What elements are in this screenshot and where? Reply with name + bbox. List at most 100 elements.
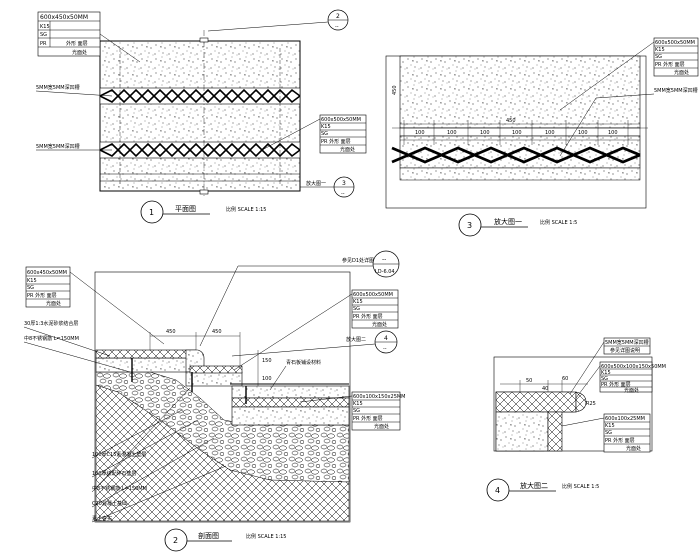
detail2-spec-bot-k: K15 [605, 423, 615, 429]
section-dim-2: 450 [212, 329, 222, 335]
detail1-dim-ticks [403, 120, 629, 145]
detail2-view: 50 40 60 R25 5MM宽5MM深凹槽 参见详图说明 600x500x1… [486, 337, 666, 502]
section-ref-enlarge: 4 -- 放大图二 [231, 330, 398, 357]
plan-spec-k: K15 [40, 24, 50, 30]
detail2-coping-stone [495, 391, 577, 413]
section-top-spec-pr: PR 外形 面层 [27, 292, 57, 299]
detail1-view-number: 3 [467, 221, 472, 230]
section-ann-paving: 青石板铺设材料 [286, 359, 321, 366]
section-dim-v1: 150 [262, 358, 272, 364]
detail2-spec-mid-size: 600x500x100x150x50MM [601, 364, 666, 370]
section-ref2-sub: -- [383, 346, 387, 352]
section-right-spec-polish: 光面处 [372, 321, 387, 328]
plan-spec-sg: SG [40, 32, 47, 38]
detail2-spec-mid-polish: 光面处 [624, 387, 639, 394]
plan-spec-polish: 光面处 [72, 49, 87, 56]
detail1-dim-5: 100 [545, 130, 555, 136]
plan-right-spec-sg: SG [321, 131, 328, 137]
detail1-title-block: 3 放大图一 比例 SCALE 1:5 [458, 213, 577, 237]
plan-right-spec-pr: PR 外形 面层 [321, 138, 351, 145]
section-ann-bottom-2: 100厚级配碎石垫层 [92, 470, 137, 477]
plan-view-number: 1 [149, 208, 154, 217]
section-ann-bottom-5: 素土夯实 [92, 515, 112, 522]
plan-ann-enlarge: 放大图一 [306, 180, 326, 187]
detail1-dim-4: 100 [512, 130, 522, 136]
section-top-spec-polish: 光面处 [46, 300, 61, 307]
section-concrete-left [95, 357, 192, 373]
plan-ref-right-sub: -- [341, 191, 345, 197]
detail1-dim-2: 100 [447, 130, 457, 136]
detail2-view-title: 放大图二 [520, 481, 548, 490]
detail2-title-block: 4 放大图二 比例 SCALE 1:5 [486, 478, 599, 502]
section-ref2-num: 4 [384, 335, 388, 342]
detail1-view-title: 放大图一 [494, 217, 522, 226]
detail2-dim-1: 50 [526, 378, 532, 384]
plan-spec-finish: 外形 面层 [66, 40, 88, 47]
plan-spec-pr: PR [40, 41, 47, 47]
detail1-ann-groove: 5MM宽5MM深凹槽 [654, 87, 698, 94]
detail1-view: 100 100 100 100 100 100 100 450 450 600x… [385, 37, 699, 237]
section-top-spec-size: 600x450x50MM [27, 270, 67, 276]
section-ref-num: -- [382, 256, 386, 263]
detail1-view-scale: 比例 SCALE 1:5 [540, 219, 577, 226]
detail2-spec-mid-pr: PR 外形 面层 [601, 381, 631, 388]
detail2-spec-top-groove: 5MM宽5MM深凹槽 [605, 339, 649, 346]
detail2-spec-bot-pr: PR 外形 面层 [605, 437, 635, 444]
plan-ref-top: 2 -- [207, 9, 349, 32]
section-top-spec-table: 600x450x50MM K15 SG PR 外形 面层 光面处 [25, 266, 71, 308]
section-right-spec2-pr: PR 外形 面层 [353, 415, 383, 422]
plan-spec-size: 600x450x50MM [40, 14, 88, 21]
detail1-spec-polish: 光面处 [674, 69, 689, 76]
plan-right-spec-k: K15 [321, 124, 331, 130]
section-view: 450 450 150 100 600x450x50MM K15 SG PR 外… [23, 250, 406, 552]
section-right-spec2-polish: 光面处 [374, 423, 389, 430]
detail2-base-concrete [495, 411, 549, 452]
detail2-spec-bot-polish: 光面处 [626, 445, 641, 452]
section-step-paving [189, 365, 243, 374]
detail1-dim-total: 450 [506, 118, 516, 124]
detail1-spec-table: 600x500x50MM K15 SG PR 外形 面层 光面处 [653, 37, 699, 77]
detail2-view-scale: 比例 SCALE 1:5 [562, 483, 599, 490]
section-gravel-base [95, 371, 350, 483]
section-dim-1: 450 [166, 329, 176, 335]
detail2-spec-mid: 600x500x100x150x50MM K15 SG PR 外形 面层 光面处 [599, 361, 666, 394]
detail2-spec-mid-k: K15 [601, 370, 611, 376]
section-top-spec-k: K15 [27, 278, 37, 284]
detail2-spec-bot-size: 600x100x25MM [605, 416, 645, 422]
plan-right-spec-size: 600x500x50MM [321, 117, 361, 123]
detail1-spec-k: K15 [655, 47, 665, 53]
detail2-spec-top: 5MM宽5MM深凹槽 参见详图说明 [603, 337, 651, 355]
section-right-spec2-size: 600x100x150x25MM [353, 394, 406, 400]
section-paving-top [95, 349, 197, 359]
section-top-spec-sg: SG [27, 285, 34, 291]
detail1-dim-3: 100 [480, 130, 490, 136]
detail2-spec-mid-sg: SG [601, 376, 608, 382]
plan-paving-area [99, 40, 301, 192]
detail2-spec-top-note: 参见详图说明 [610, 347, 640, 354]
detail1-dim-6: 100 [578, 130, 588, 136]
section-ann-bottom-4: C20混凝土基础 [92, 500, 127, 507]
detail1-dim-1: 100 [415, 130, 425, 136]
section-ann-bottom-3: 中8不锈钢筋 L=150MM [92, 485, 147, 492]
section-right-spec-size: 600x500x50MM [353, 292, 393, 298]
section-dim-v2: 100 [262, 376, 272, 382]
section-lower-concrete [231, 385, 350, 399]
section-view-number: 2 [173, 536, 178, 545]
section-right-spec-k: K15 [353, 299, 363, 305]
section-ann-enlarge: 放大图二 [346, 336, 366, 343]
section-right-spec-table: 600x500x50MM K15 SG PR 外形 面层 光面处 [351, 289, 399, 329]
plan-ann-groove-1: 5MM宽5MM深凹槽 [36, 84, 80, 91]
detail2-dim-radius: R25 [586, 401, 596, 407]
section-right-spec2-sg: SG [353, 408, 360, 414]
section-right-spec-sg: SG [353, 306, 360, 312]
plan-ref-right-num: 3 [342, 180, 346, 187]
plan-spec-table: 600x450x50MM K15 SG PR 外形 面层 光面处 [37, 11, 101, 57]
detail1-spec-sg: SG [655, 54, 662, 60]
plan-view-title: 平面图 [175, 205, 196, 213]
detail2-dim-2: 40 [542, 386, 548, 392]
plan-right-spec-polish: 光面处 [340, 146, 355, 153]
section-ann-mortar: 30厚1:3水泥砂浆结合层 [24, 320, 78, 327]
plan-ref-top-num: 2 [336, 13, 340, 20]
detail2-spec-bot-sg: SG [605, 430, 612, 436]
